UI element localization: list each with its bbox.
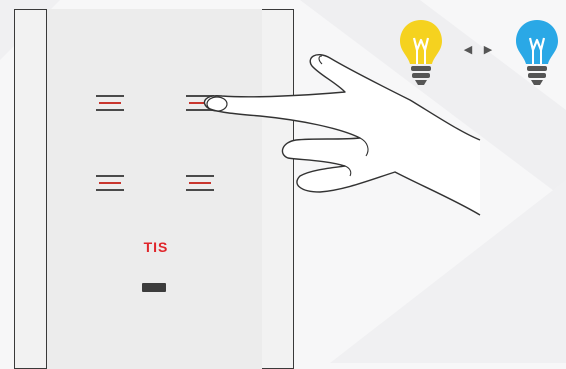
swap-arrows-icon: ◀ ▶ xyxy=(462,43,498,57)
lightbulb-alt-icon xyxy=(514,18,560,88)
lightbulb-on-icon xyxy=(398,18,444,88)
